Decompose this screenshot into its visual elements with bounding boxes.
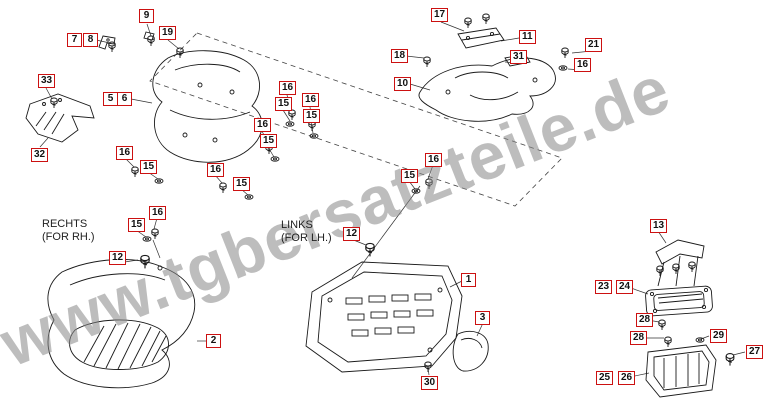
- left-bracket-drawing: [25, 93, 95, 143]
- rear-bracket-drawing: [655, 239, 705, 287]
- right-side-label-line2: (FOR RH.): [42, 231, 95, 243]
- part-callout: 32: [31, 148, 49, 162]
- part-callout: 3: [475, 311, 490, 325]
- part-callout: 2: [206, 334, 221, 348]
- part-callout: 15: [401, 169, 419, 183]
- part-callout: 16: [254, 118, 272, 132]
- part-callout: 16: [302, 93, 320, 107]
- small-side-panel-drawing: [452, 331, 489, 372]
- clip-part-drawing: [98, 31, 155, 50]
- part-callout: 15: [128, 218, 146, 232]
- left-footboard-drawing: [305, 261, 463, 373]
- part-callout: 29: [710, 329, 728, 343]
- part-callout: 28: [636, 313, 654, 327]
- part-callout: 33: [38, 74, 56, 88]
- part-callout: 9: [139, 9, 154, 23]
- part-callout: 19: [159, 26, 177, 40]
- part-callout: 15: [140, 160, 158, 174]
- part-callout: 7: [67, 33, 82, 47]
- part-callout: 17: [431, 8, 449, 22]
- part-callout: 16: [574, 58, 592, 72]
- inner-panel-drawing: [152, 50, 263, 163]
- part-callout: 12: [343, 227, 361, 241]
- fastener-icons: [50, 13, 735, 373]
- part-callout: 15: [303, 109, 321, 123]
- part-callout: 27: [746, 345, 764, 359]
- part-callout: 10: [394, 77, 412, 91]
- part-callout: 24: [616, 280, 634, 294]
- left-side-label-line1: LINKS: [281, 219, 313, 231]
- part-callout: 11: [519, 30, 536, 44]
- part-callout: 16: [425, 153, 443, 167]
- part-callout: 30: [421, 376, 439, 390]
- front-cover-drawing: [418, 27, 556, 122]
- part-callout: 16: [149, 206, 167, 220]
- right-footboard-drawing: [47, 259, 196, 389]
- part-callout: 13: [650, 219, 668, 233]
- part-callout: 15: [260, 134, 278, 148]
- dashed-assembly-plane: [149, 32, 563, 207]
- part-callout: 16: [279, 81, 297, 95]
- part-callout: 23: [595, 280, 613, 294]
- part-callout: 16: [116, 146, 134, 160]
- part-callout: 26: [618, 371, 636, 385]
- part-callout: 1: [461, 273, 476, 287]
- mount-plate-drawing: [645, 285, 713, 317]
- part-callout: 18: [391, 49, 409, 63]
- part-callout: 15: [275, 97, 293, 111]
- part-callout: 6: [117, 92, 132, 106]
- part-callout: 15: [233, 177, 251, 191]
- part-callout: 31: [510, 50, 528, 64]
- part-callout: 16: [207, 163, 225, 177]
- part-callout: 21: [585, 38, 603, 52]
- part-callout: 12: [109, 251, 127, 265]
- part-callout: 8: [83, 33, 98, 47]
- left-side-label-line2: (FOR LH.): [281, 232, 332, 244]
- part-callout: 5: [103, 92, 118, 106]
- right-side-label-line1: RECHTS: [42, 218, 88, 230]
- left-side-label: LINKS (FOR LH.): [281, 219, 332, 245]
- part-callout: 25: [596, 371, 614, 385]
- part-callout: 28: [630, 331, 648, 345]
- storage-tray-drawing: [645, 344, 717, 398]
- right-side-label: RECHTS (FOR RH.): [42, 218, 95, 244]
